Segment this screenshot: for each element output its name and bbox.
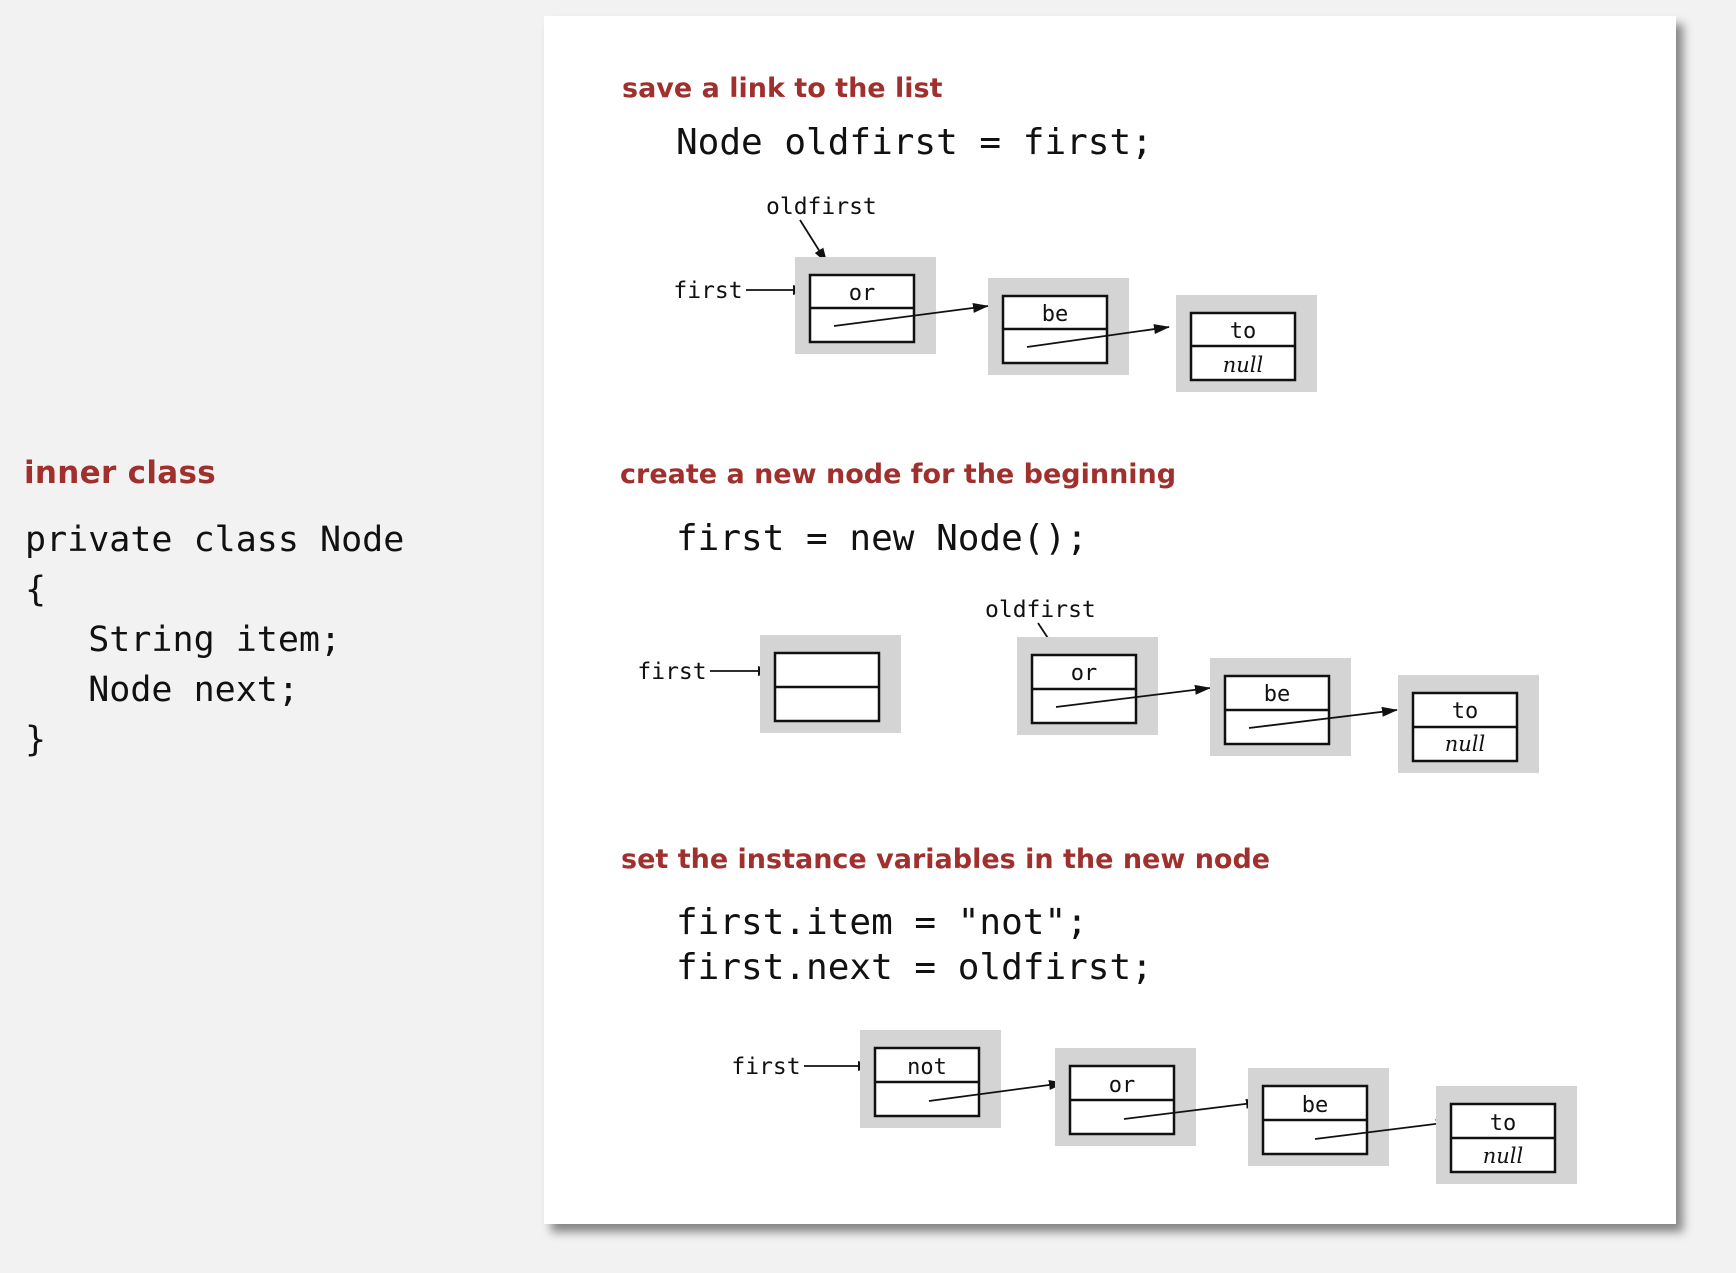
first-label: first — [637, 659, 706, 685]
code-line: first = new Node(); — [676, 518, 1088, 559]
linked-list-diagram: save a link to the list Node oldfirst = … — [620, 73, 1577, 1184]
node-class-code: private class Node { String item; Node n… — [25, 520, 405, 760]
node-item: or — [1071, 661, 1098, 686]
code-line: Node oldfirst = first; — [676, 122, 1153, 163]
next-link-arrow — [833, 302, 989, 327]
node-item: be — [1264, 682, 1291, 707]
node: be — [988, 278, 1129, 375]
code-line: first.next = oldfirst; — [676, 947, 1153, 988]
node: or — [795, 257, 936, 354]
next-link-arrow — [928, 1080, 1065, 1102]
node: or — [1017, 637, 1158, 735]
node: to null — [1436, 1086, 1577, 1184]
node-item: be — [1302, 1093, 1329, 1118]
step-heading: save a link to the list — [622, 73, 943, 104]
node — [760, 635, 901, 733]
step-set-variables: set the instance variables in the new no… — [621, 844, 1577, 1184]
oldfirst-label: oldfirst — [985, 597, 1096, 623]
code-line: first.item = "not"; — [676, 902, 1088, 943]
null-link: null — [1445, 732, 1485, 756]
step-heading: create a new node for the beginning — [620, 459, 1176, 490]
step-heading: set the instance variables in the new no… — [621, 844, 1270, 875]
node: not — [860, 1030, 1001, 1128]
diagram-panel: save a link to the list Node oldfirst = … — [544, 16, 1676, 1224]
node-item: be — [1042, 302, 1069, 327]
node-item: to — [1490, 1111, 1517, 1136]
node-item: or — [1109, 1073, 1136, 1098]
step-create-node: create a new node for the beginning firs… — [620, 459, 1539, 773]
node: be — [1248, 1068, 1389, 1166]
step-save-link: save a link to the list Node oldfirst = … — [622, 73, 1317, 392]
node-item: not — [907, 1055, 947, 1080]
node-item: to — [1230, 319, 1257, 344]
node: or — [1055, 1048, 1196, 1146]
node: to null — [1176, 295, 1317, 392]
node-item: to — [1452, 699, 1479, 724]
first-label: first — [673, 278, 742, 304]
node: to null — [1398, 675, 1539, 773]
next-link-arrow — [1055, 684, 1211, 708]
node-item: or — [849, 281, 876, 306]
null-link: null — [1483, 1144, 1523, 1168]
next-link-arrow — [1314, 1118, 1452, 1140]
inner-class-title: inner class — [24, 455, 216, 491]
next-link-arrow — [1123, 1098, 1262, 1120]
node: be — [1210, 658, 1351, 756]
next-link-arrow — [1026, 324, 1170, 348]
null-link: null — [1223, 353, 1263, 377]
oldfirst-pointer-arrow — [799, 219, 828, 264]
first-label: first — [731, 1054, 800, 1080]
next-link-arrow — [1248, 706, 1398, 729]
oldfirst-label: oldfirst — [766, 194, 877, 220]
